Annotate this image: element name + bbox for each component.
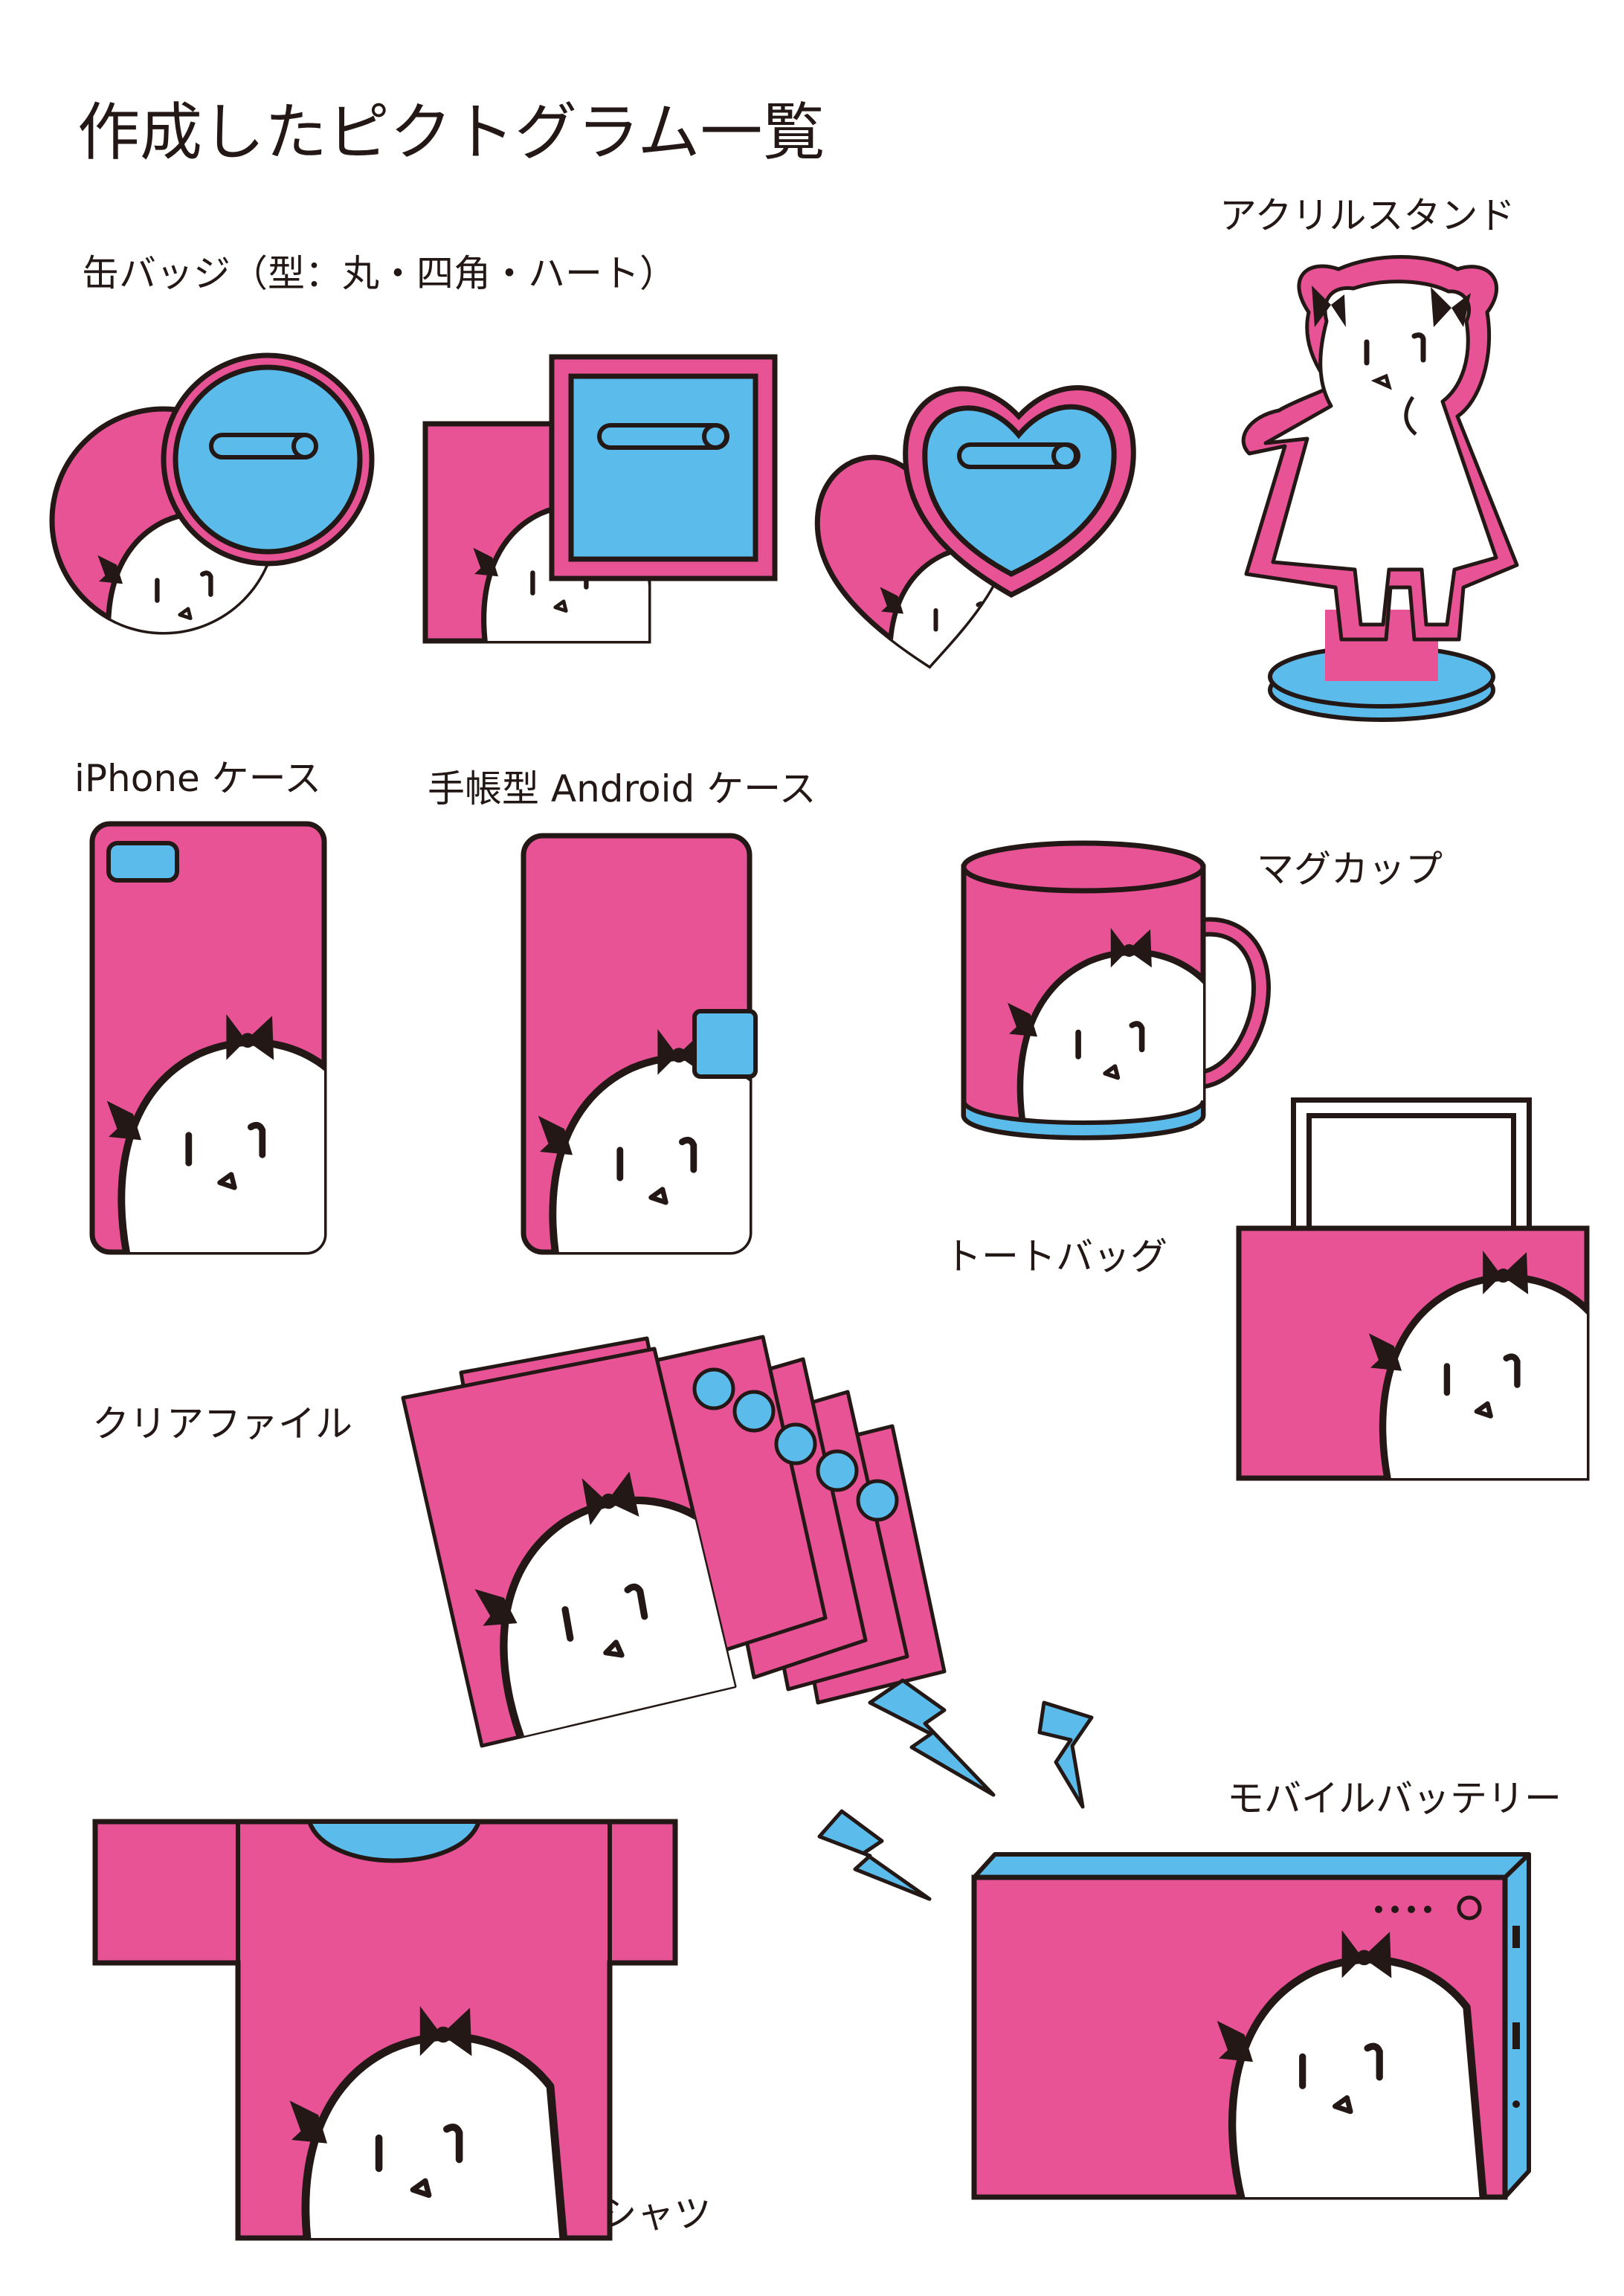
acrylic-stand-icon: [1241, 255, 1519, 722]
mobile-battery-icon: [971, 1852, 1531, 2200]
tshirt-icon: [92, 1819, 678, 2241]
page-title: 作成したピクトグラム一覧: [77, 96, 825, 169]
android-case-icon: [521, 833, 758, 1255]
label-tote-bag: トートバッグ: [944, 1235, 1167, 1278]
label-can-badge: 缶バッジ（型：丸・四角・ハート）: [82, 252, 677, 295]
label-mug: マグカップ: [1257, 848, 1443, 891]
round-badge-icon: [49, 352, 375, 635]
heart-badge-icon: [814, 385, 1136, 669]
square-badge-icon: [422, 354, 778, 644]
iphone-case-icon: [89, 821, 327, 1255]
tote-bag-icon: [1236, 1097, 1590, 1481]
label-clear-file: クリアファイル: [92, 1402, 352, 1445]
label-acrylic-stand: アクリルスタンド: [1219, 194, 1515, 237]
lightning-icon: [817, 1678, 1094, 1901]
label-android-case: 手帳型 Android ケース: [428, 767, 816, 810]
label-iphone-case: iPhone ケース: [74, 757, 322, 800]
mug-icon: [961, 840, 1271, 1141]
clear-file-icon: [401, 1335, 947, 1748]
label-mobile-battery: モバイルバッテリー: [1227, 1777, 1562, 1820]
